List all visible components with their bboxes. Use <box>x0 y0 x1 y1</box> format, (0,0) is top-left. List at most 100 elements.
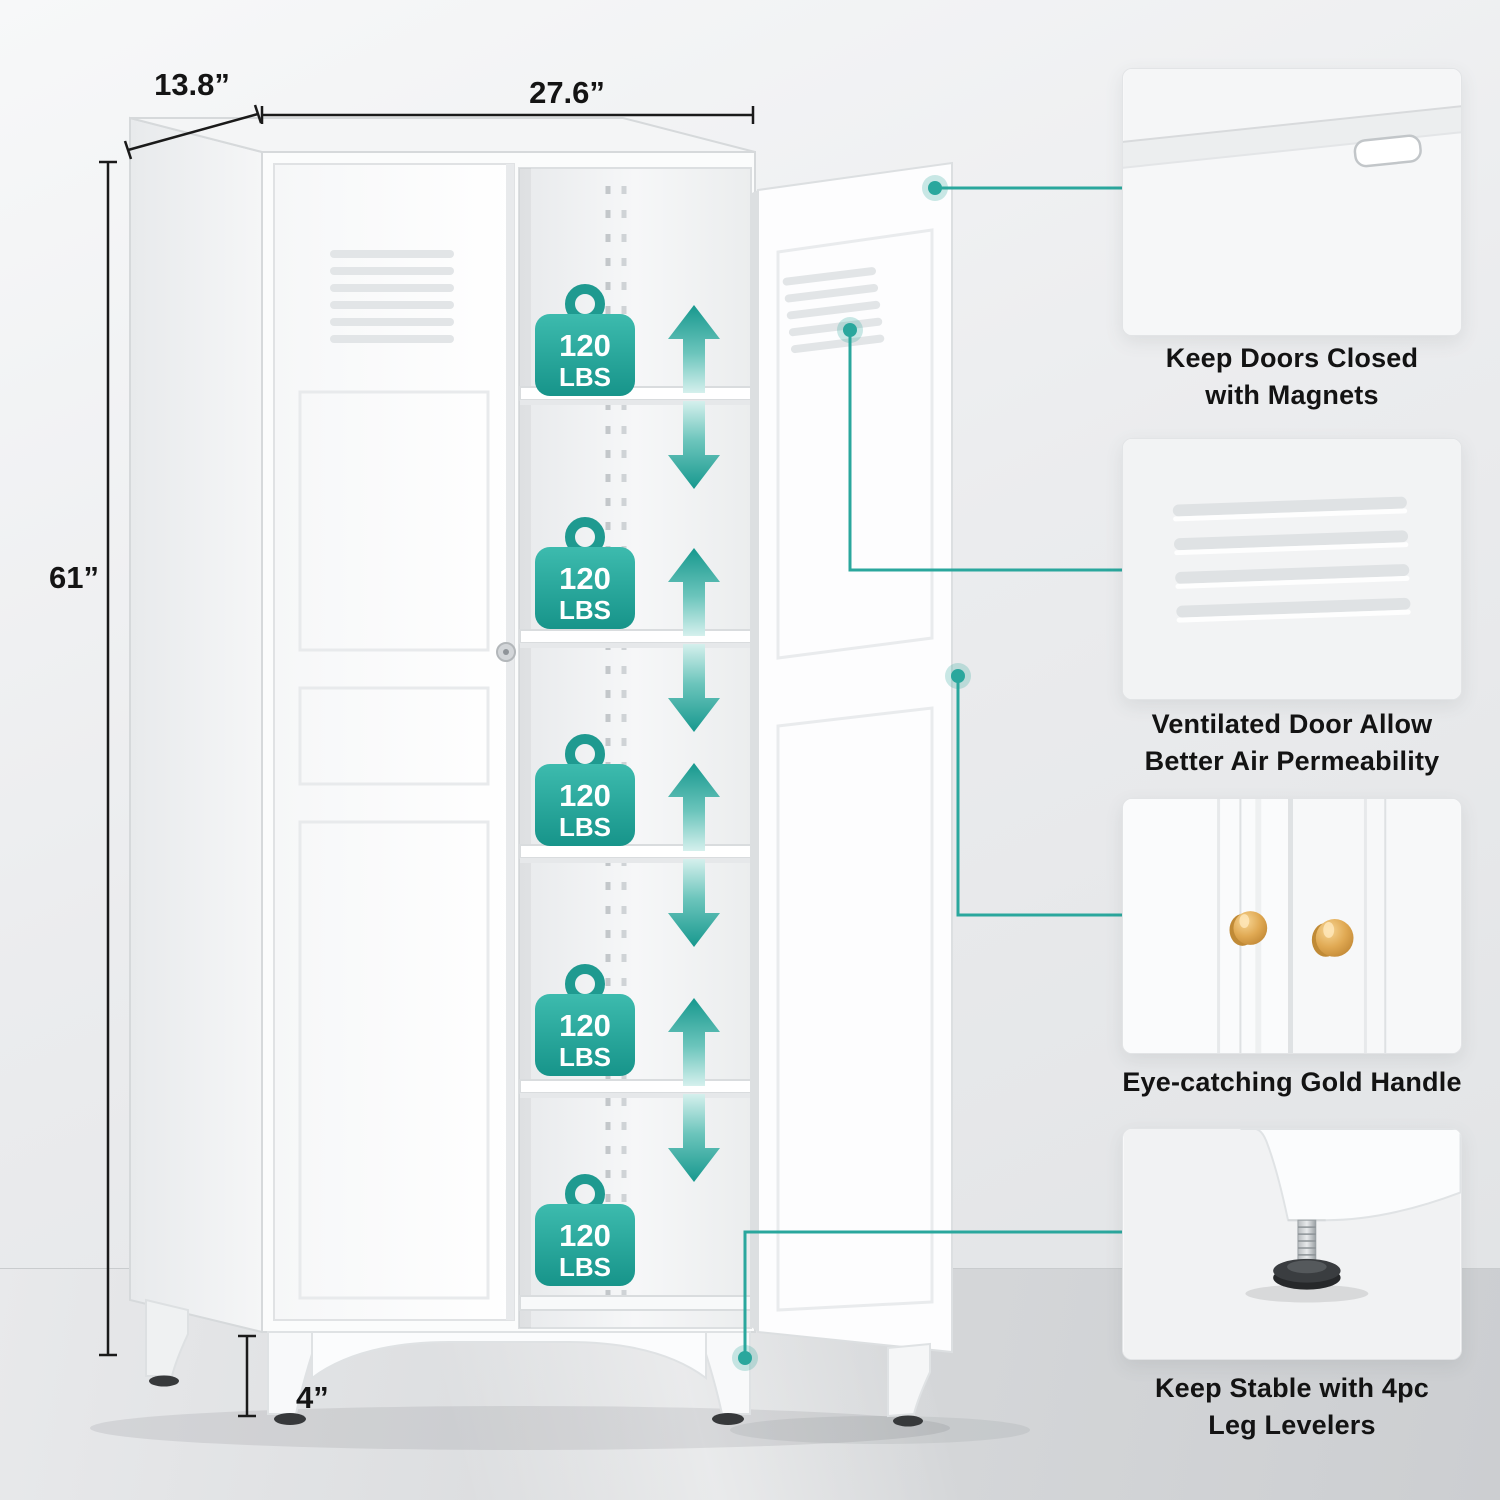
kettlebell-body-icon <box>535 1204 635 1286</box>
caption-line: Keep Doors Closed <box>1165 343 1419 373</box>
callout-caption-handle: Eye-catching Gold Handle <box>1102 1064 1482 1101</box>
open-door <box>750 161 953 1354</box>
vent-slat <box>330 267 454 275</box>
leg-height-label: 4” <box>296 1380 329 1415</box>
kettlebell-body-icon <box>535 764 635 846</box>
shelf <box>519 1079 752 1098</box>
door-side-leg <box>887 1342 931 1427</box>
dimension-annotations: 27.6” 13.8” 61” 4” <box>49 67 755 1418</box>
vent-slat <box>786 300 881 320</box>
left-door <box>273 163 516 1321</box>
weight-badge: 120 LBS <box>535 964 635 1076</box>
connector-dot <box>843 323 857 337</box>
connector-handle <box>945 663 1122 917</box>
vent-slat <box>330 318 454 326</box>
left-door-upper-panel <box>298 390 490 652</box>
left-door-vents <box>330 250 454 343</box>
magnet-slot <box>1353 134 1422 168</box>
apron-arch <box>311 1331 707 1380</box>
open-door-face <box>757 161 953 1354</box>
weight-badge: 120 LBS <box>535 734 635 846</box>
vent-slat <box>330 250 454 258</box>
vent-slat <box>330 335 454 343</box>
capacity-value: 120 <box>559 561 611 596</box>
connector-magnets <box>922 175 1122 201</box>
magnet-detail-image <box>1123 69 1461 335</box>
leveler-screw <box>1297 1219 1317 1265</box>
leveler-detail-image <box>1123 1129 1461 1359</box>
vent-slat <box>782 267 877 286</box>
width-label: 27.6” <box>529 75 605 110</box>
vent-slat <box>1175 564 1410 589</box>
shelf <box>519 844 752 863</box>
vent-panel <box>1123 439 1461 699</box>
weight-badge: 120 LBS <box>535 284 635 396</box>
callout-levelers <box>1122 1128 1462 1360</box>
leg-foot <box>149 1375 179 1387</box>
vent-slat <box>788 317 883 337</box>
dimension-depth: 13.8” <box>123 67 263 160</box>
connector-leveler <box>732 1230 1122 1371</box>
vent-slat <box>330 301 454 309</box>
connector-dot <box>738 1351 752 1365</box>
connector-vent <box>837 317 1122 572</box>
callout-caption-levelers: Keep Stable with 4pc Leg Levelers <box>1102 1370 1482 1444</box>
shelf <box>519 629 752 648</box>
connector-dot <box>951 669 965 683</box>
callout-caption-magnets: Keep Doors Closed with Magnets <box>1102 340 1482 414</box>
cabinet-floor-panel <box>519 1295 752 1311</box>
weight-badge: 120 LBS <box>535 517 635 629</box>
caption-line: Leg Levelers <box>1208 1410 1376 1440</box>
open-door-thickness <box>750 190 758 1332</box>
kettlebell-body-icon <box>535 994 635 1076</box>
vent-slat <box>1176 597 1411 623</box>
cabinet: 120 LBS 120 LBS 120 LBS 120 LBS <box>129 116 953 1427</box>
caption-line: Eye-catching Gold Handle <box>1122 1067 1462 1097</box>
gold-knob-icon <box>1229 911 1268 946</box>
caption-line: Ventilated Door Allow <box>1151 709 1433 739</box>
door-lock-icon <box>496 642 516 662</box>
dimension-leg-height: 4” <box>238 1334 329 1418</box>
capacity-unit: LBS <box>559 595 611 625</box>
connectors <box>732 175 1122 1371</box>
door-gap <box>1288 799 1293 1053</box>
leveler-foot <box>1273 1258 1341 1290</box>
vent-slat <box>330 284 454 292</box>
callout-handle <box>1122 798 1462 1054</box>
height-label: 61” <box>49 560 99 595</box>
door-top-panel <box>1123 104 1461 335</box>
open-door-upper-panel <box>776 228 934 660</box>
kettlebell-body-icon <box>535 547 635 629</box>
leg-foot <box>274 1413 306 1425</box>
vent-slat <box>790 334 885 354</box>
vent-slat <box>1173 530 1409 556</box>
kettlebell-body-icon <box>535 314 635 396</box>
callout-vent <box>1122 438 1462 700</box>
caption-line: Better Air Permeability <box>1144 746 1440 776</box>
capacity-value: 120 <box>559 1218 611 1253</box>
callout-magnets <box>1122 68 1462 336</box>
capacity-unit: LBS <box>559 362 611 392</box>
gold-knob-icon <box>1311 919 1354 957</box>
capacity-unit: LBS <box>559 1252 611 1282</box>
cabinet-legs <box>267 1331 931 1427</box>
capacity-unit: LBS <box>559 1042 611 1072</box>
capacity-unit: LBS <box>559 812 611 842</box>
caption-line: with Magnets <box>1205 380 1379 410</box>
dimension-width: 27.6” <box>260 75 755 124</box>
open-door-vents <box>782 267 885 354</box>
vent-slat <box>1172 496 1408 522</box>
cabinet-side-panel <box>129 116 263 1334</box>
depth-label: 13.8” <box>154 67 230 102</box>
foot-shadow <box>1245 1284 1369 1303</box>
left-door-lower-panel <box>298 820 490 1300</box>
vent-slat <box>784 283 879 303</box>
callout-caption-vent: Ventilated Door Allow Better Air Permeab… <box>1102 706 1482 780</box>
cabinet-leg-back-left <box>145 1298 189 1387</box>
capacity-value: 120 <box>559 778 611 813</box>
connector-dot <box>928 181 942 195</box>
caption-line: Keep Stable with 4pc <box>1154 1373 1430 1403</box>
open-door-lower-panel <box>776 706 934 1312</box>
